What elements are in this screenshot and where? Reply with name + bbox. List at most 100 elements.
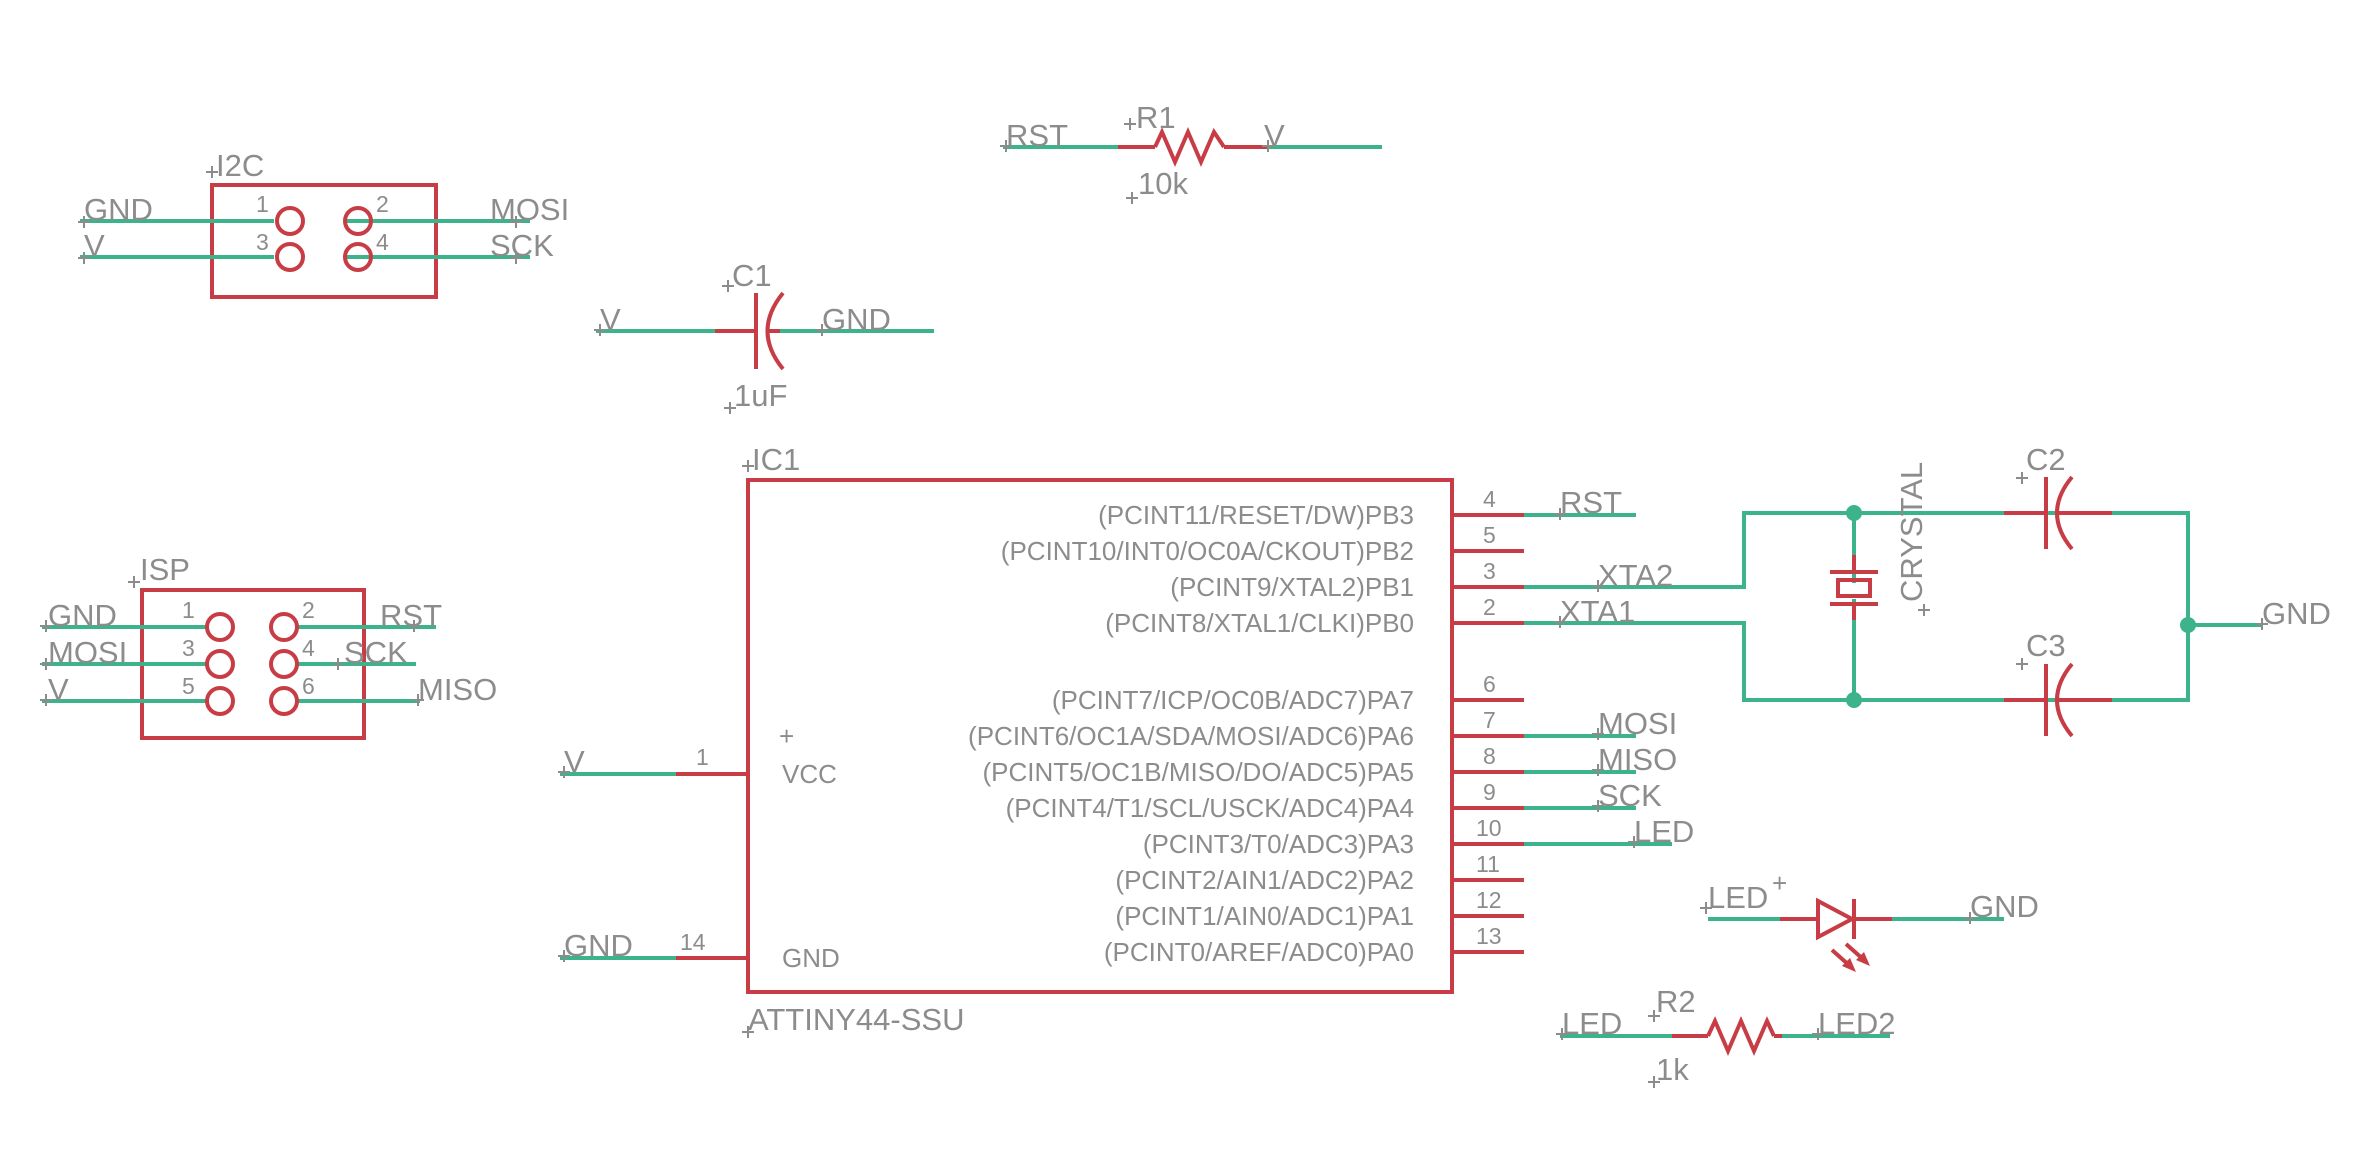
ic1-net-mosi: MOSI — [1598, 706, 1677, 741]
ic1-pin-1-name: VCC — [782, 759, 837, 789]
ic1-pin-5-num: 5 — [1483, 522, 1496, 548]
ic1-pin-1-net: V — [564, 744, 585, 779]
ic1-pin-14-num: 14 — [680, 929, 706, 955]
led-ref: LED — [1708, 880, 1768, 915]
ic1-pin-6-num: 6 — [1483, 671, 1496, 697]
ic1-pin-12-name: (PCINT1/AIN0/ADC1)PA1 — [1115, 901, 1414, 931]
ic1-pin-9-num: 9 — [1483, 779, 1496, 805]
isp-net-rst: RST — [380, 598, 442, 633]
isp-pin-1: 1 — [182, 597, 195, 623]
i2c-ref: I2C — [216, 148, 264, 183]
c2-plate — [2055, 475, 2074, 551]
ic1-pin-3-name: (PCINT9/XTAL2)PB1 — [1170, 572, 1414, 602]
i2c-pin-4: 4 — [376, 229, 389, 255]
ic1-pin-12-num: 12 — [1476, 887, 1502, 913]
r1-zigzag — [1153, 126, 1226, 168]
led-net-gnd: GND — [1970, 889, 2039, 924]
ic1-value: ATTINY44-SSU — [748, 1002, 964, 1037]
capacitor-c2[interactable]: C2 — [2004, 442, 2112, 551]
junction-xta1 — [1846, 692, 1862, 708]
capacitor-c3[interactable]: C3 — [2004, 628, 2112, 738]
led-plus-mark: + — [1772, 868, 1787, 898]
oscillator-circuit[interactable]: XTA2 XTA1 CRYSTAL C2 C3 — [1524, 442, 2331, 738]
i2c-net-gnd: GND — [84, 192, 153, 227]
isp-pin-6: 6 — [302, 673, 315, 699]
ic1-pin-4-num: 4 — [1483, 486, 1496, 512]
net-label-gnd-osc: GND — [2262, 596, 2331, 631]
isp-pad-1 — [205, 612, 235, 642]
isp-pin-5: 5 — [182, 673, 195, 699]
isp-net-v: V — [48, 672, 69, 707]
c1-net-left: V — [600, 302, 621, 337]
isp-pad-2 — [269, 612, 299, 642]
ic1-pin-7-num: 7 — [1483, 707, 1496, 733]
r1-net-left: RST — [1006, 118, 1068, 153]
isp-pin-2: 2 — [302, 597, 315, 623]
ic1-right-pins: 4 5 3 2 6 7 8 9 10 11 12 13 (PCINT11/RES… — [968, 486, 1524, 967]
ic1-pin-14-net: GND — [564, 928, 633, 963]
led[interactable]: LED + GND — [1708, 868, 2039, 972]
junction-gnd — [2180, 617, 2196, 633]
ic1-pin-7-name: (PCINT6/OC1A/SDA/MOSI/ADC6)PA6 — [968, 721, 1414, 751]
c1-net-right: GND — [822, 302, 891, 337]
r2-ref: R2 — [1656, 984, 1696, 1019]
ic1-pin-13-num: 13 — [1476, 923, 1502, 949]
isp-pad-3 — [205, 649, 235, 679]
ic1-pin-2-name: (PCINT8/XTAL1/CLKI)PB0 — [1105, 608, 1414, 638]
isp-pad-6 — [269, 686, 299, 716]
ic1-pin-11-num: 11 — [1476, 851, 1500, 877]
ic1-pin-6-name: (PCINT7/ICP/OC0B/ADC7)PA7 — [1052, 685, 1414, 715]
junction-xta2 — [1846, 505, 1862, 521]
i2c-pad-4 — [343, 242, 373, 272]
resistor-r2[interactable]: R2 1k LED LED2 — [1560, 984, 1896, 1087]
ic1-pin-4-name: (PCINT11/RESET/DW)PB3 — [1098, 500, 1414, 530]
i2c-net-sck: SCK — [490, 228, 554, 263]
r1-ref: R1 — [1136, 100, 1176, 135]
isp-connector[interactable]: ISP 1 2 3 4 5 6 GND MOSI V RST SCK MISO — [42, 552, 497, 740]
ic1-pin-10-num: 10 — [1476, 815, 1502, 841]
isp-pad-4 — [269, 649, 299, 679]
net-label-xta1: XTA1 — [1560, 594, 1635, 629]
ic1-pin-8-num: 8 — [1483, 743, 1496, 769]
c1-plate — [765, 291, 785, 371]
c1-ref: C1 — [732, 258, 772, 293]
ic1-net-miso: MISO — [1598, 742, 1677, 777]
isp-pin-4: 4 — [302, 635, 315, 661]
ic1-net-rst: RST — [1560, 485, 1622, 520]
i2c-net-mosi: MOSI — [490, 192, 569, 227]
ic1-pin-9-name: (PCINT4/T1/SCL/USCK/ADC4)PA4 — [1006, 793, 1414, 823]
ic1-attiny44[interactable]: IC1 ATTINY44-SSU + 1 VCC V 14 GND GND 4 — [560, 442, 1694, 1037]
crystal-ref: CRYSTAL — [1894, 462, 1929, 602]
r2-value: 1k — [1656, 1052, 1689, 1087]
ic1-ref: IC1 — [752, 442, 800, 477]
ic1-pin-8-name: (PCINT5/OC1B/MISO/DO/ADC5)PA5 — [983, 757, 1415, 787]
crystal[interactable]: CRYSTAL — [1830, 462, 1929, 620]
i2c-net-v: V — [84, 228, 105, 263]
ic1-pin-10-name: (PCINT3/T0/ADC3)PA3 — [1143, 829, 1414, 859]
i2c-pin-2: 2 — [376, 191, 389, 217]
resistor-r1[interactable]: R1 10k RST V — [1003, 100, 1382, 201]
ic1-net-led: LED — [1634, 814, 1694, 849]
isp-net-miso: MISO — [418, 672, 497, 707]
c1-value: 1uF — [734, 378, 787, 413]
origin-markers — [40, 118, 2268, 1088]
r2-zigzag — [1706, 1015, 1776, 1057]
isp-pin-3: 3 — [182, 635, 195, 661]
isp-pad-5 — [205, 686, 235, 716]
i2c-pad-3 — [275, 242, 305, 272]
led-triangle — [1816, 897, 1857, 941]
c2-ref: C2 — [2026, 442, 2066, 477]
crystal-element — [1836, 578, 1872, 598]
c3-plate — [2055, 662, 2074, 738]
ic1-pin-3-num: 3 — [1483, 558, 1496, 584]
r2-net-right: LED2 — [1818, 1006, 1896, 1041]
ic1-net-sck: SCK — [1598, 778, 1662, 813]
capacitor-c1[interactable]: C1 1uF V GND — [596, 258, 934, 413]
isp-net-gnd: GND — [48, 598, 117, 633]
isp-net-mosi: MOSI — [48, 635, 127, 670]
r2-net-left: LED — [1562, 1006, 1622, 1041]
i2c-connector[interactable]: I2C 1 2 3 4 GND V MOSI SCK — [80, 148, 569, 299]
isp-net-sck: SCK — [344, 635, 408, 670]
i2c-pad-2 — [343, 206, 373, 236]
